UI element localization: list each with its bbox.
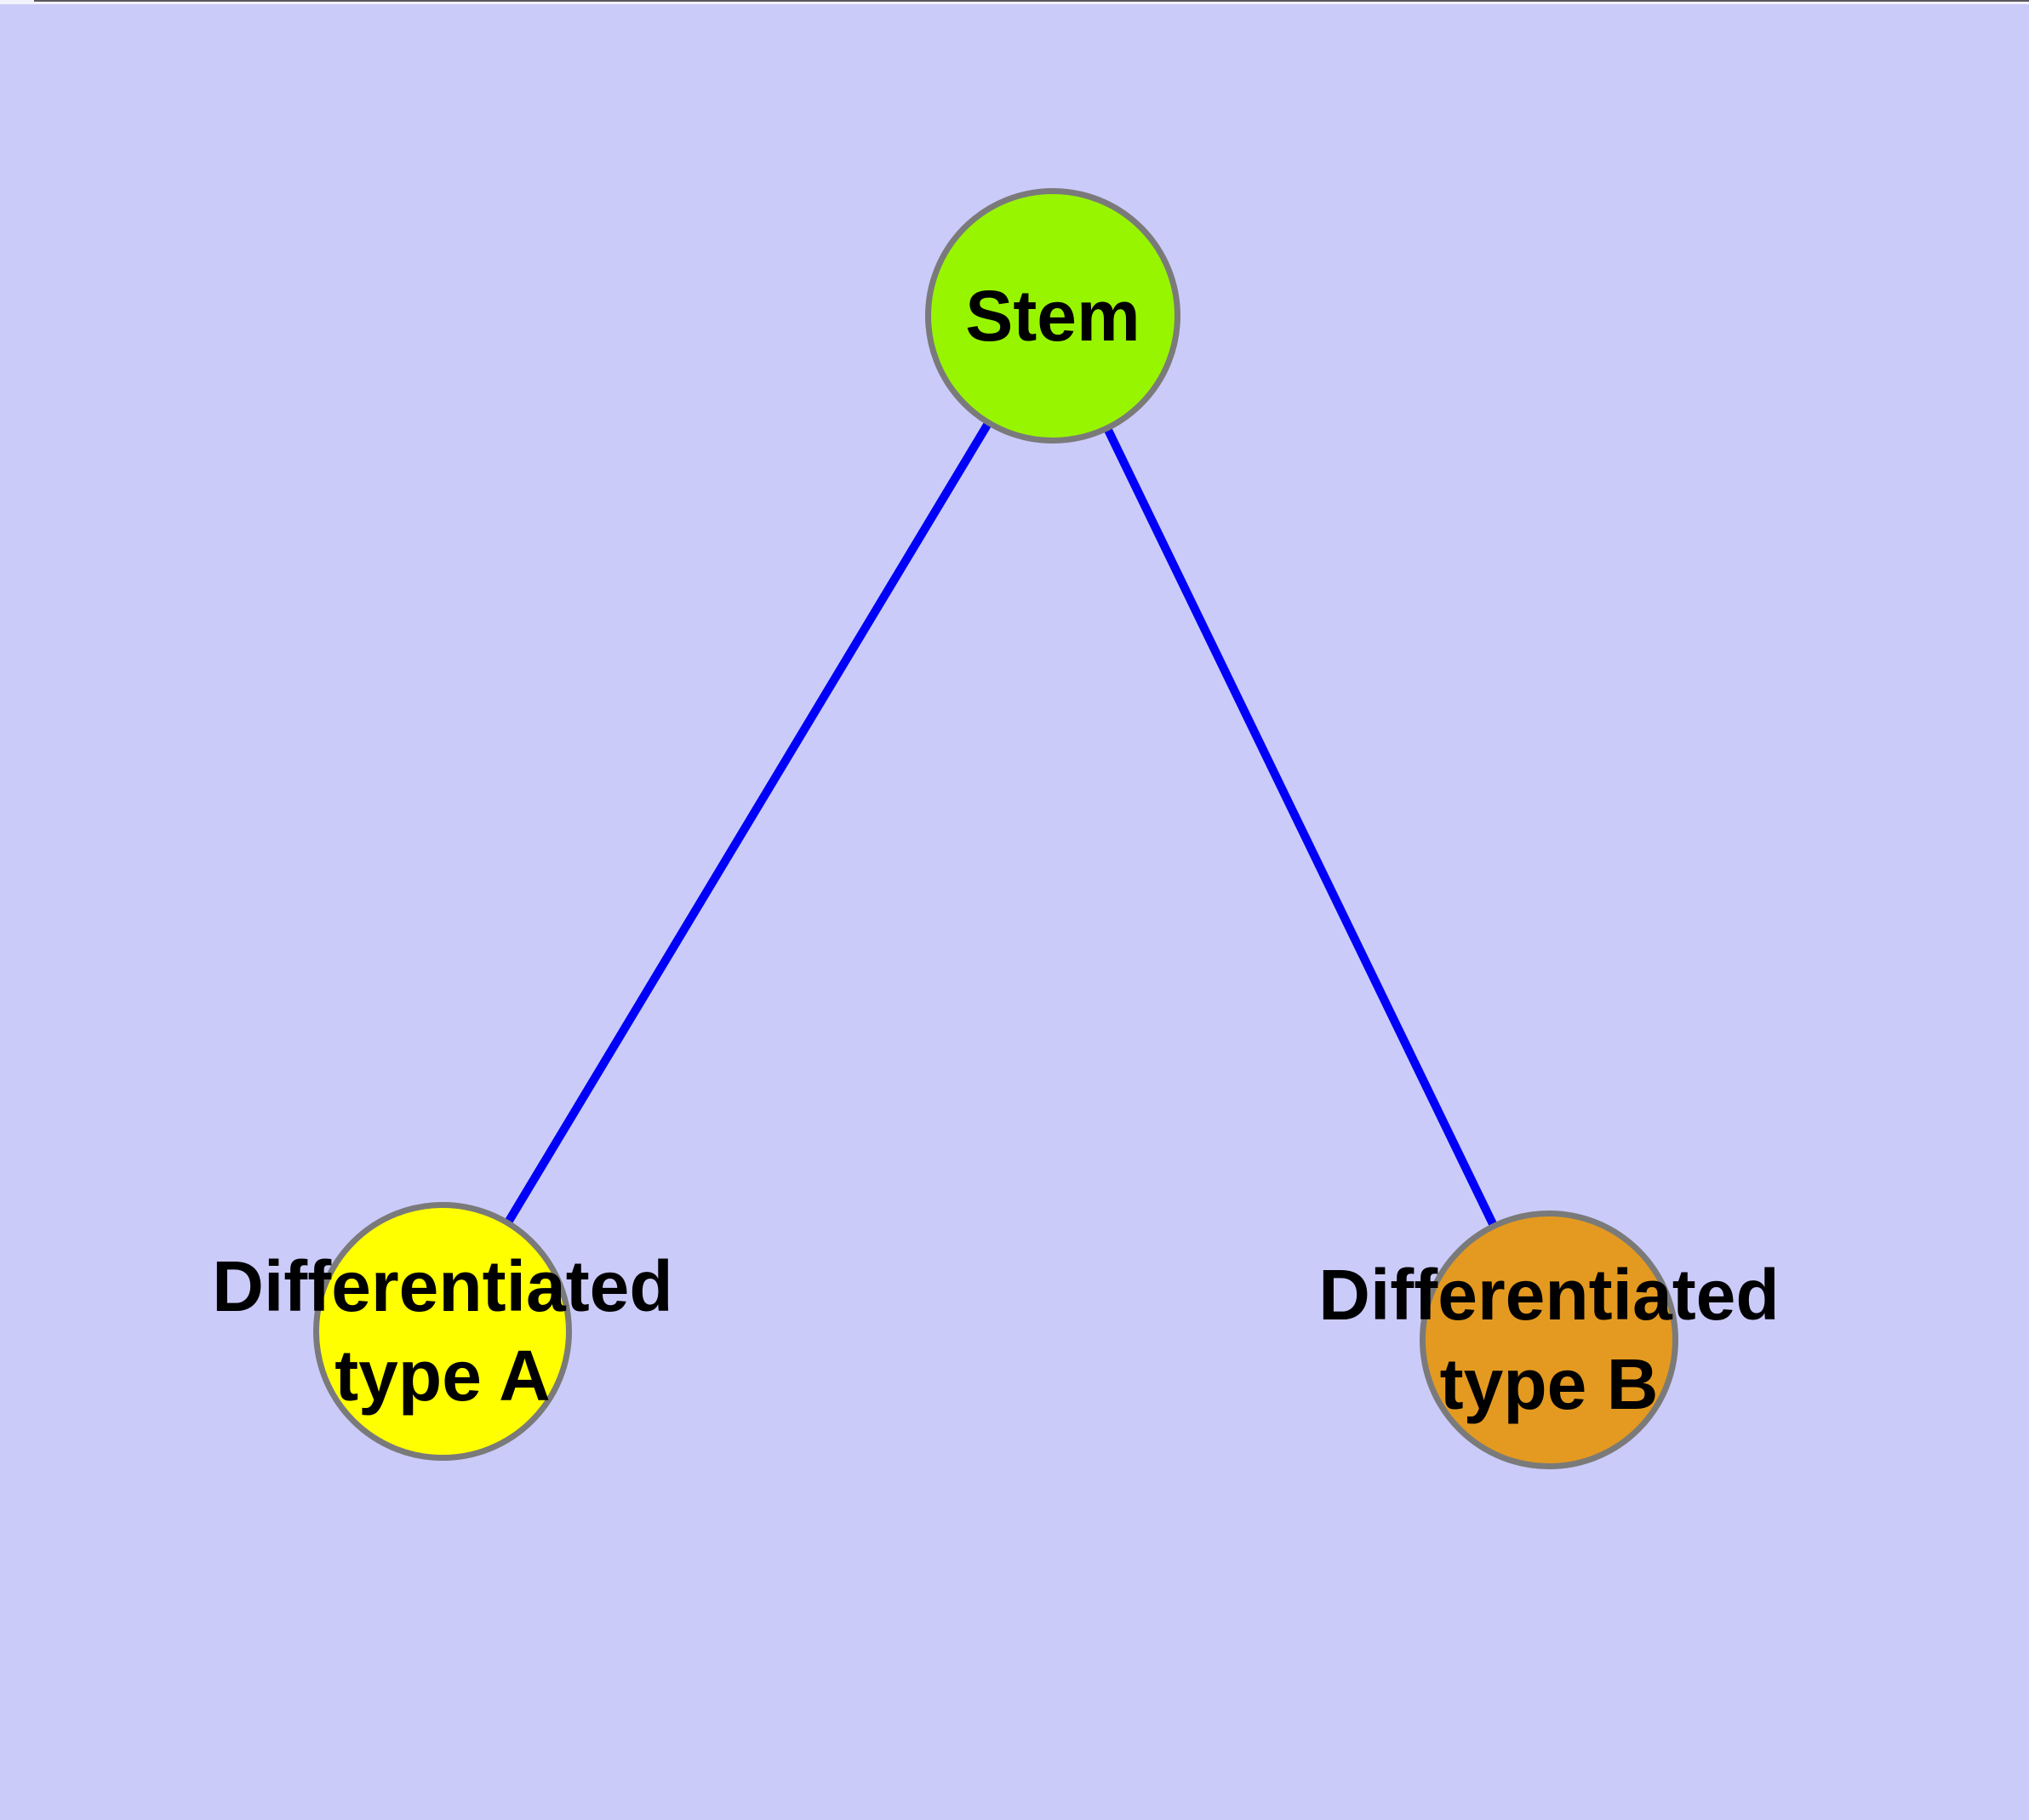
node-stem	[925, 188, 1180, 444]
edge-stem-to-type-a	[438, 313, 1057, 1334]
top-edge-border	[34, 0, 2029, 2]
edge-stem-to-type-b	[1049, 313, 1553, 1342]
node-differentiated-type-a	[313, 1202, 572, 1461]
node-differentiated-type-b	[1420, 1210, 1678, 1469]
top-edge-highlight	[0, 0, 2029, 4]
